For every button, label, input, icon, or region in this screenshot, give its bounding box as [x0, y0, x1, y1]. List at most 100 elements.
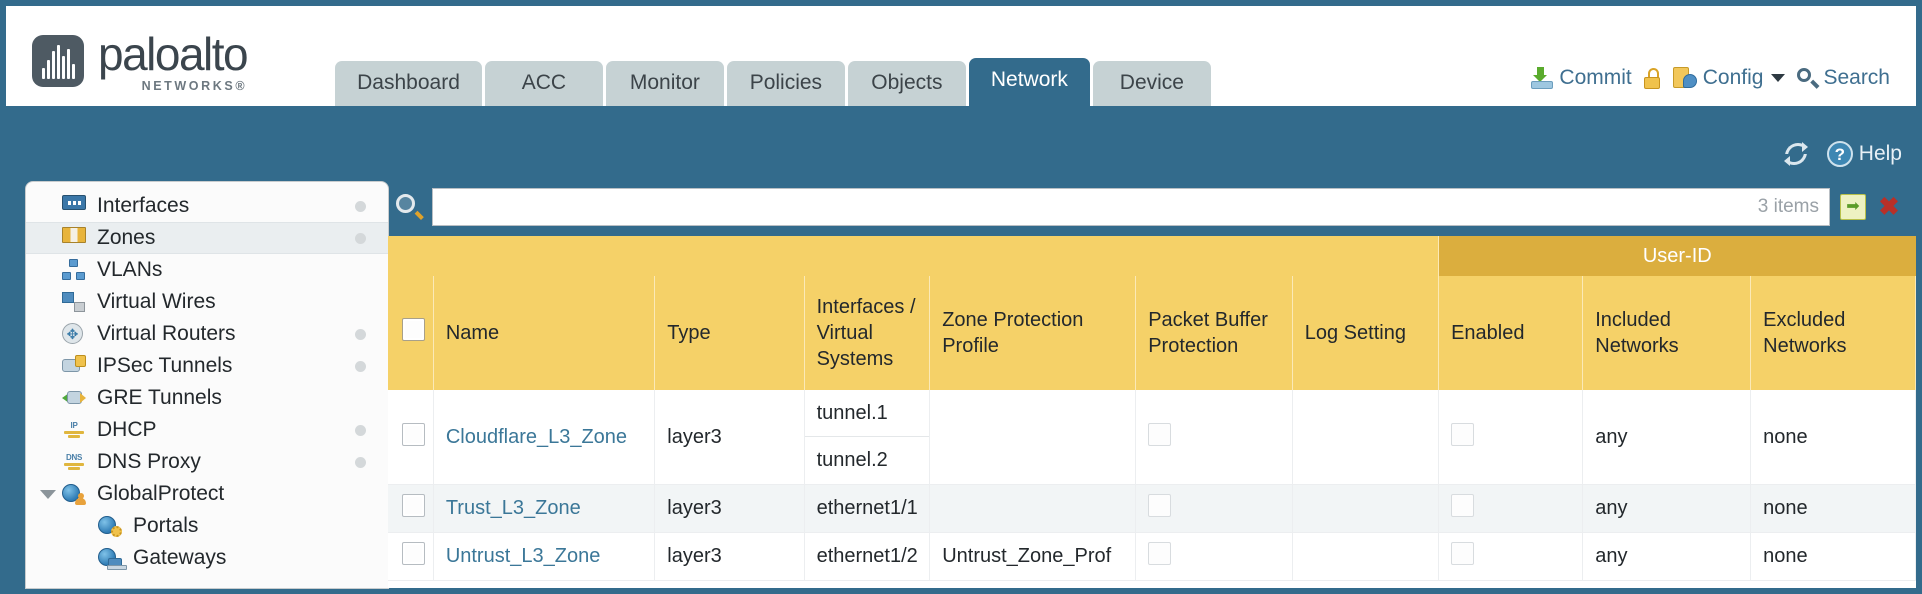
userid-enabled-checkbox[interactable] — [1451, 422, 1475, 446]
sidebar-item-interfaces[interactable]: Interfaces — [26, 190, 388, 222]
log-setting-cell — [1292, 390, 1440, 485]
zone-type-cell: layer3 — [654, 532, 805, 581]
sidebar-item-portals[interactable]: Portals — [26, 510, 388, 542]
sidebar-item-virtual-wires[interactable]: Virtual Wires — [26, 286, 388, 318]
included-networks-cell: any — [1582, 390, 1752, 485]
search-input[interactable]: 3 items — [432, 188, 1830, 226]
virtual-wires-icon — [62, 291, 86, 313]
row-select-checkbox[interactable] — [402, 422, 425, 446]
row-select-cell — [388, 532, 434, 581]
packet-buffer-protection-checkbox[interactable] — [1148, 494, 1172, 517]
commit-label: Commit — [1559, 66, 1632, 89]
search-button[interactable]: Search — [1797, 66, 1890, 90]
tab-policies[interactable]: Policies — [726, 60, 845, 106]
zone-protection-profile-cell — [929, 390, 1137, 485]
sidebar-item-status-dot — [355, 424, 366, 436]
group-header-spacer — [388, 236, 1440, 276]
paloalto-logo-icon — [32, 35, 84, 88]
lock-button[interactable] — [1643, 67, 1661, 89]
zone-name-link[interactable]: Trust_L3_Zone — [445, 497, 581, 519]
filter-bar: 3 items ✖ — [388, 182, 1916, 236]
help-button[interactable]: ? Help — [1826, 141, 1902, 167]
sidebar-item-gateways[interactable]: Gateways — [26, 542, 388, 574]
ipsec-tunnels-icon — [62, 355, 86, 377]
tab-objects[interactable]: Objects — [847, 60, 966, 106]
column-header-name[interactable]: Name — [433, 276, 656, 390]
portals-icon — [98, 515, 122, 537]
tab-acc[interactable]: ACC — [484, 60, 603, 106]
packet-buffer-protection-cell — [1135, 390, 1293, 485]
globalprotect-icon — [62, 483, 86, 505]
sidebar-item-status-dot — [355, 456, 366, 468]
apply-filter-button[interactable] — [1840, 194, 1866, 220]
zone-name-link[interactable]: Cloudflare_L3_Zone — [445, 425, 628, 448]
excluded-networks-cell: none — [1750, 390, 1916, 485]
sidebar-item-globalprotect[interactable]: GlobalProtect — [26, 478, 388, 510]
zones-content-panel: 3 items ✖ User-ID — [388, 182, 1916, 588]
chevron-down-icon — [1771, 74, 1786, 82]
packet-buffer-protection-checkbox[interactable] — [1148, 542, 1172, 565]
sidebar-item-virtual-routers[interactable]: Virtual Routers — [26, 318, 388, 350]
sidebar-item-label: Portals — [133, 514, 199, 537]
packet-buffer-protection-checkbox[interactable] — [1148, 422, 1172, 446]
sidebar-item-status-dot — [355, 328, 366, 340]
select-all-checkbox[interactable] — [402, 318, 425, 341]
select-all-header — [388, 276, 434, 390]
tab-device[interactable]: Device — [1092, 60, 1211, 106]
filter-search-icon[interactable] — [396, 194, 424, 220]
sidebar-item-ipsec-tunnels[interactable]: IPSec Tunnels — [26, 350, 388, 382]
excluded-networks-cell: none — [1750, 484, 1916, 533]
column-header-packet-buffer-protection[interactable]: Packet Buffer Protection — [1135, 276, 1293, 390]
row-select-cell — [388, 484, 434, 533]
sidebar-item-gre-tunnels[interactable]: GRE Tunnels — [26, 382, 388, 414]
tab-monitor[interactable]: Monitor — [605, 60, 724, 106]
utility-bar: ? Help — [1783, 130, 1902, 178]
search-icon — [1797, 68, 1820, 88]
included-networks-cell: any — [1582, 484, 1752, 533]
row-select-checkbox[interactable] — [402, 542, 425, 565]
log-setting-cell — [1292, 532, 1440, 581]
excluded-networks-cell: none — [1750, 532, 1916, 581]
sidebar-item-vlans[interactable]: VLANs — [26, 254, 388, 286]
column-header-enabled[interactable]: Enabled — [1438, 276, 1584, 390]
column-header-zone-protection-profile[interactable]: Zone Protection Profile — [929, 276, 1137, 390]
column-header-included-networks[interactable]: Included Networks — [1582, 276, 1752, 390]
column-header-log-setting[interactable]: Log Setting — [1292, 276, 1440, 390]
zone-name-link[interactable]: Untrust_L3_Zone — [445, 545, 601, 567]
zone-name-cell: Cloudflare_L3_Zone — [433, 390, 656, 485]
commit-button[interactable]: Commit — [1531, 66, 1632, 90]
clear-filter-button[interactable]: ✖ — [1878, 193, 1900, 221]
refresh-icon[interactable] — [1783, 141, 1809, 167]
config-menu[interactable]: Config — [1672, 66, 1786, 90]
zone-name-cell: Trust_L3_Zone — [433, 484, 656, 533]
row-select-checkbox[interactable] — [402, 494, 425, 517]
expand-triangle-icon[interactable] — [40, 489, 56, 499]
tab-network[interactable]: Network — [968, 57, 1090, 106]
userid-enabled-checkbox[interactable] — [1451, 542, 1475, 565]
vlans-icon — [62, 259, 86, 281]
sidebar-item-label: Virtual Routers — [97, 322, 236, 345]
log-setting-cell — [1292, 484, 1440, 533]
column-header-excluded-networks[interactable]: Excluded Networks — [1750, 276, 1916, 390]
sidebar-item-dns-proxy[interactable]: DNS DNS Proxy — [26, 446, 388, 478]
interface-entry: tunnel.1 — [804, 390, 930, 437]
sidebar-item-label: DNS Proxy — [97, 450, 201, 473]
userid-enabled-checkbox[interactable] — [1451, 494, 1475, 517]
tab-dashboard[interactable]: Dashboard — [335, 60, 482, 106]
dns-proxy-icon: DNS — [62, 451, 86, 473]
sidebar-item-label: IPSec Tunnels — [97, 354, 233, 377]
sidebar-item-zones[interactable]: Zones — [26, 222, 388, 254]
sidebar-item-label: VLANs — [97, 258, 163, 281]
config-icon — [1672, 67, 1697, 89]
column-header-type[interactable]: Type — [654, 276, 805, 390]
column-header-interfaces-virtual-systems[interactable]: Interfaces / Virtual Systems — [804, 276, 931, 390]
